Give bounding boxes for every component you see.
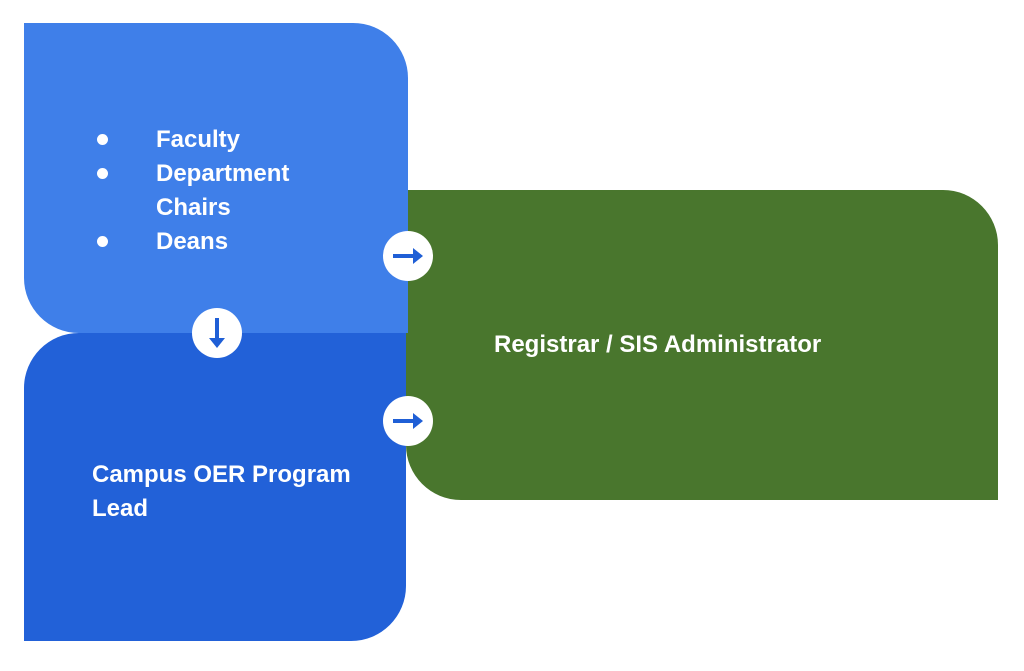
faculty-group-box: Faculty Department Chairs Deans bbox=[24, 23, 408, 333]
bullet-icon bbox=[97, 134, 108, 145]
list-item: Deans bbox=[94, 225, 356, 259]
arrow-right-icon bbox=[383, 396, 433, 446]
program-lead-label: Campus OER Program Lead bbox=[92, 461, 351, 522]
registrar-box: Registrar / SIS Administrator bbox=[406, 190, 998, 500]
list-item-label: Deans bbox=[156, 228, 229, 255]
bullet-icon bbox=[97, 168, 108, 179]
bullet-icon bbox=[97, 236, 108, 247]
list-item-label: Faculty bbox=[156, 126, 241, 153]
registrar-label: Registrar / SIS Administrator bbox=[494, 331, 822, 358]
list-item: Faculty bbox=[94, 123, 356, 157]
faculty-list: Faculty Department Chairs Deans bbox=[94, 123, 356, 259]
list-item: Department Chairs bbox=[94, 157, 356, 225]
list-item-label: Department Chairs bbox=[156, 160, 290, 221]
arrow-down-icon bbox=[192, 308, 242, 358]
arrow-right-icon bbox=[383, 231, 433, 281]
program-lead-box: Campus OER Program Lead bbox=[24, 333, 406, 641]
